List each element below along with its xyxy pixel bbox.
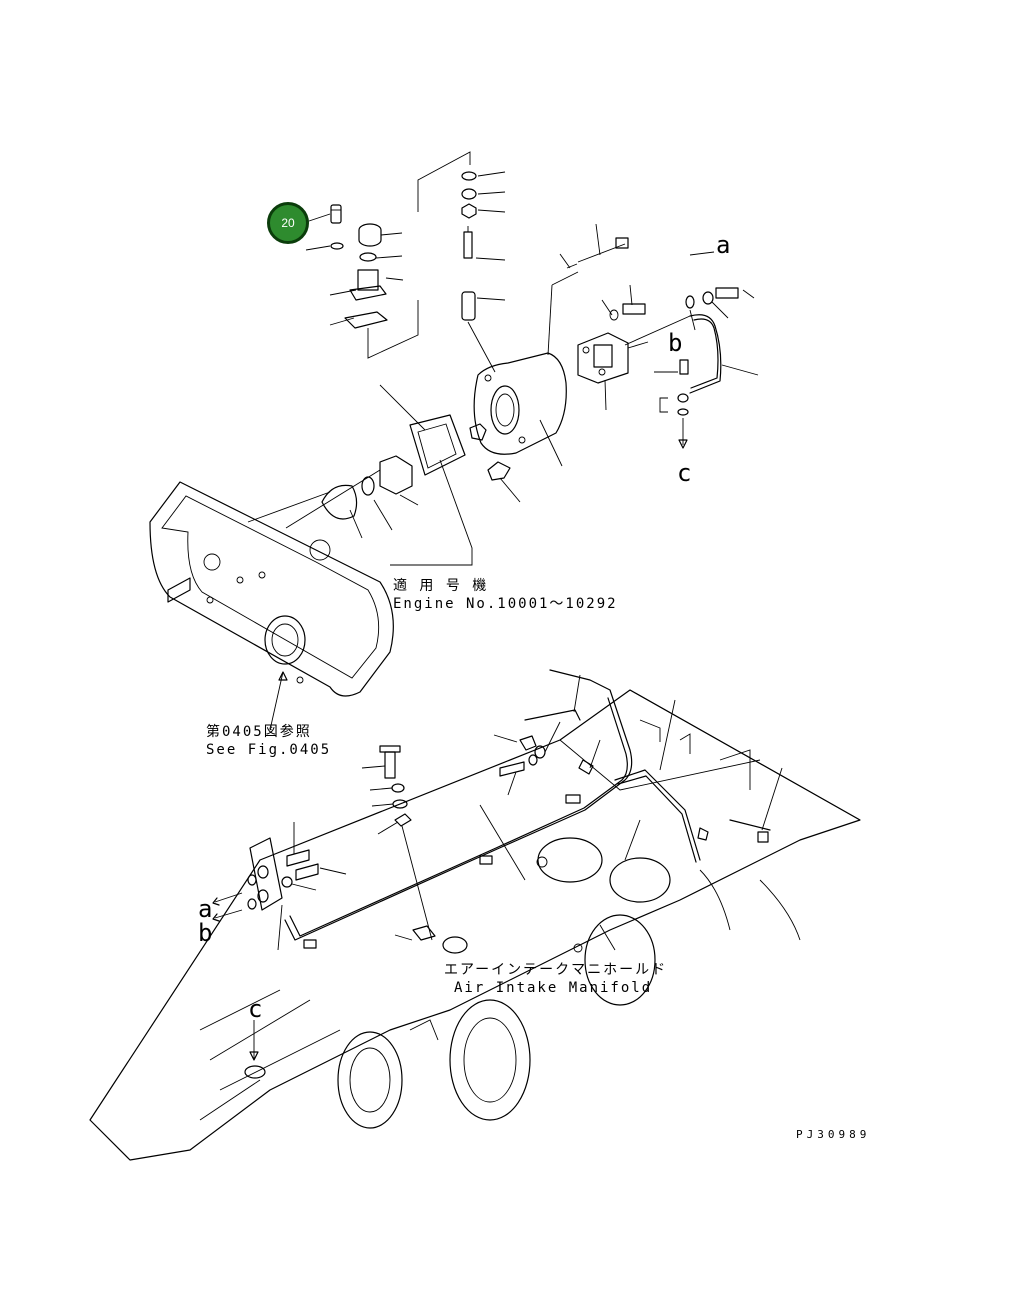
drive-housing <box>469 271 579 503</box>
drawing-code: PJ30989 <box>796 1128 871 1141</box>
connection-letter-c-top: c <box>677 459 692 487</box>
cylinder-block <box>89 689 861 1161</box>
engine-no-label-jp: 適 用 号 機 <box>393 578 489 594</box>
connection-letter-b-top: b <box>668 329 683 357</box>
oil-lines <box>212 669 783 1061</box>
elbow-fitting-group <box>305 204 419 359</box>
gear-parts <box>247 384 473 566</box>
see-fig-label-jp: 第0405図参照 <box>206 724 312 740</box>
gear-case <box>149 481 394 731</box>
shaft-stack <box>417 151 506 373</box>
engine-no-label-en: Engine No.10001～10292 <box>393 596 618 612</box>
connection-letter-a-left: a <box>198 895 213 923</box>
callout-badge-20: 20 <box>267 202 309 244</box>
manifold-label-en: Air Intake Manifold <box>454 980 653 996</box>
manifold-label-jp: エアーインテークマニホールド <box>444 962 668 978</box>
fuel-pump-assembly <box>559 223 759 449</box>
connection-letter-b-left: b <box>198 919 213 947</box>
connection-letter-a-top: a <box>716 231 731 259</box>
see-fig-label-en: See Fig.0405 <box>206 742 332 758</box>
connection-letter-c-bottom: c <box>248 995 263 1023</box>
